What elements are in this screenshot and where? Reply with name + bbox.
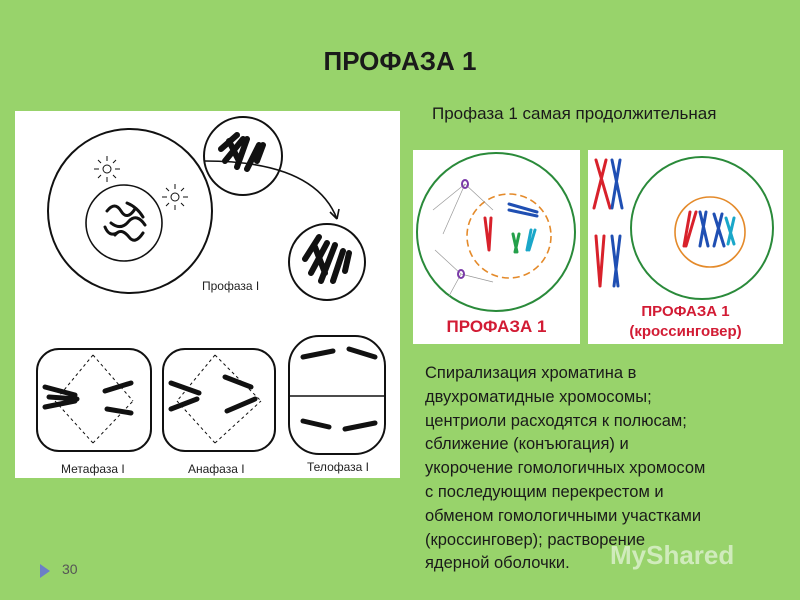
prophase-colored-diagram: ПРОФАЗА 1	[413, 150, 580, 344]
description-line: с последующим перекрестом и	[425, 482, 664, 501]
meiosis-diagram: Профаза I Метафаза I Анафаза I Телофаза …	[15, 111, 400, 478]
watermark: MyShared	[610, 540, 735, 570]
telophase-label: Телофаза I	[307, 460, 369, 474]
description-line: центриоли расходятся к полюсам;	[425, 411, 687, 430]
next-slide-arrow-icon[interactable]	[40, 564, 50, 578]
right-caption-line2: (кроссинговер)	[629, 323, 742, 340]
crossing-over-diagram: ПРОФАЗА 1 (кроссинговер)	[588, 150, 783, 344]
prophase-label: Профаза I	[202, 279, 260, 293]
description-line: сближение (конъюгация) и	[425, 435, 629, 454]
right-caption: ПРОФАЗА 1 (кроссинговер)	[588, 302, 783, 342]
slide-title: ПРОФАЗА 1	[323, 46, 477, 76]
description-line: двухроматидные хромосомы;	[425, 387, 652, 406]
slide-subtitle: Профаза 1 самая продолжительная	[432, 104, 717, 123]
description-line: укорочение гомологичных хромосом	[425, 459, 706, 478]
page-number: 30	[62, 561, 78, 577]
mid-caption: ПРОФАЗА 1	[446, 317, 547, 336]
crossing-over-drawing	[592, 156, 774, 300]
description-line: обменом гомологичными участками	[425, 506, 702, 525]
metaphase-label: Метафаза I	[61, 462, 125, 476]
description-text: Спирализация хроматина в двухроматидные …	[425, 362, 777, 576]
right-caption-line1: ПРОФАЗА 1	[641, 303, 730, 320]
description-line: Спирализация хроматина в	[425, 364, 637, 382]
anaphase-label: Анафаза I	[188, 462, 245, 476]
meiosis-diagram-drawing	[36, 116, 386, 455]
description-line: ядерной оболочки.	[425, 554, 570, 573]
description-line: (кроссинговер); растворение	[425, 530, 646, 549]
prophase-colored-drawing	[416, 152, 576, 312]
